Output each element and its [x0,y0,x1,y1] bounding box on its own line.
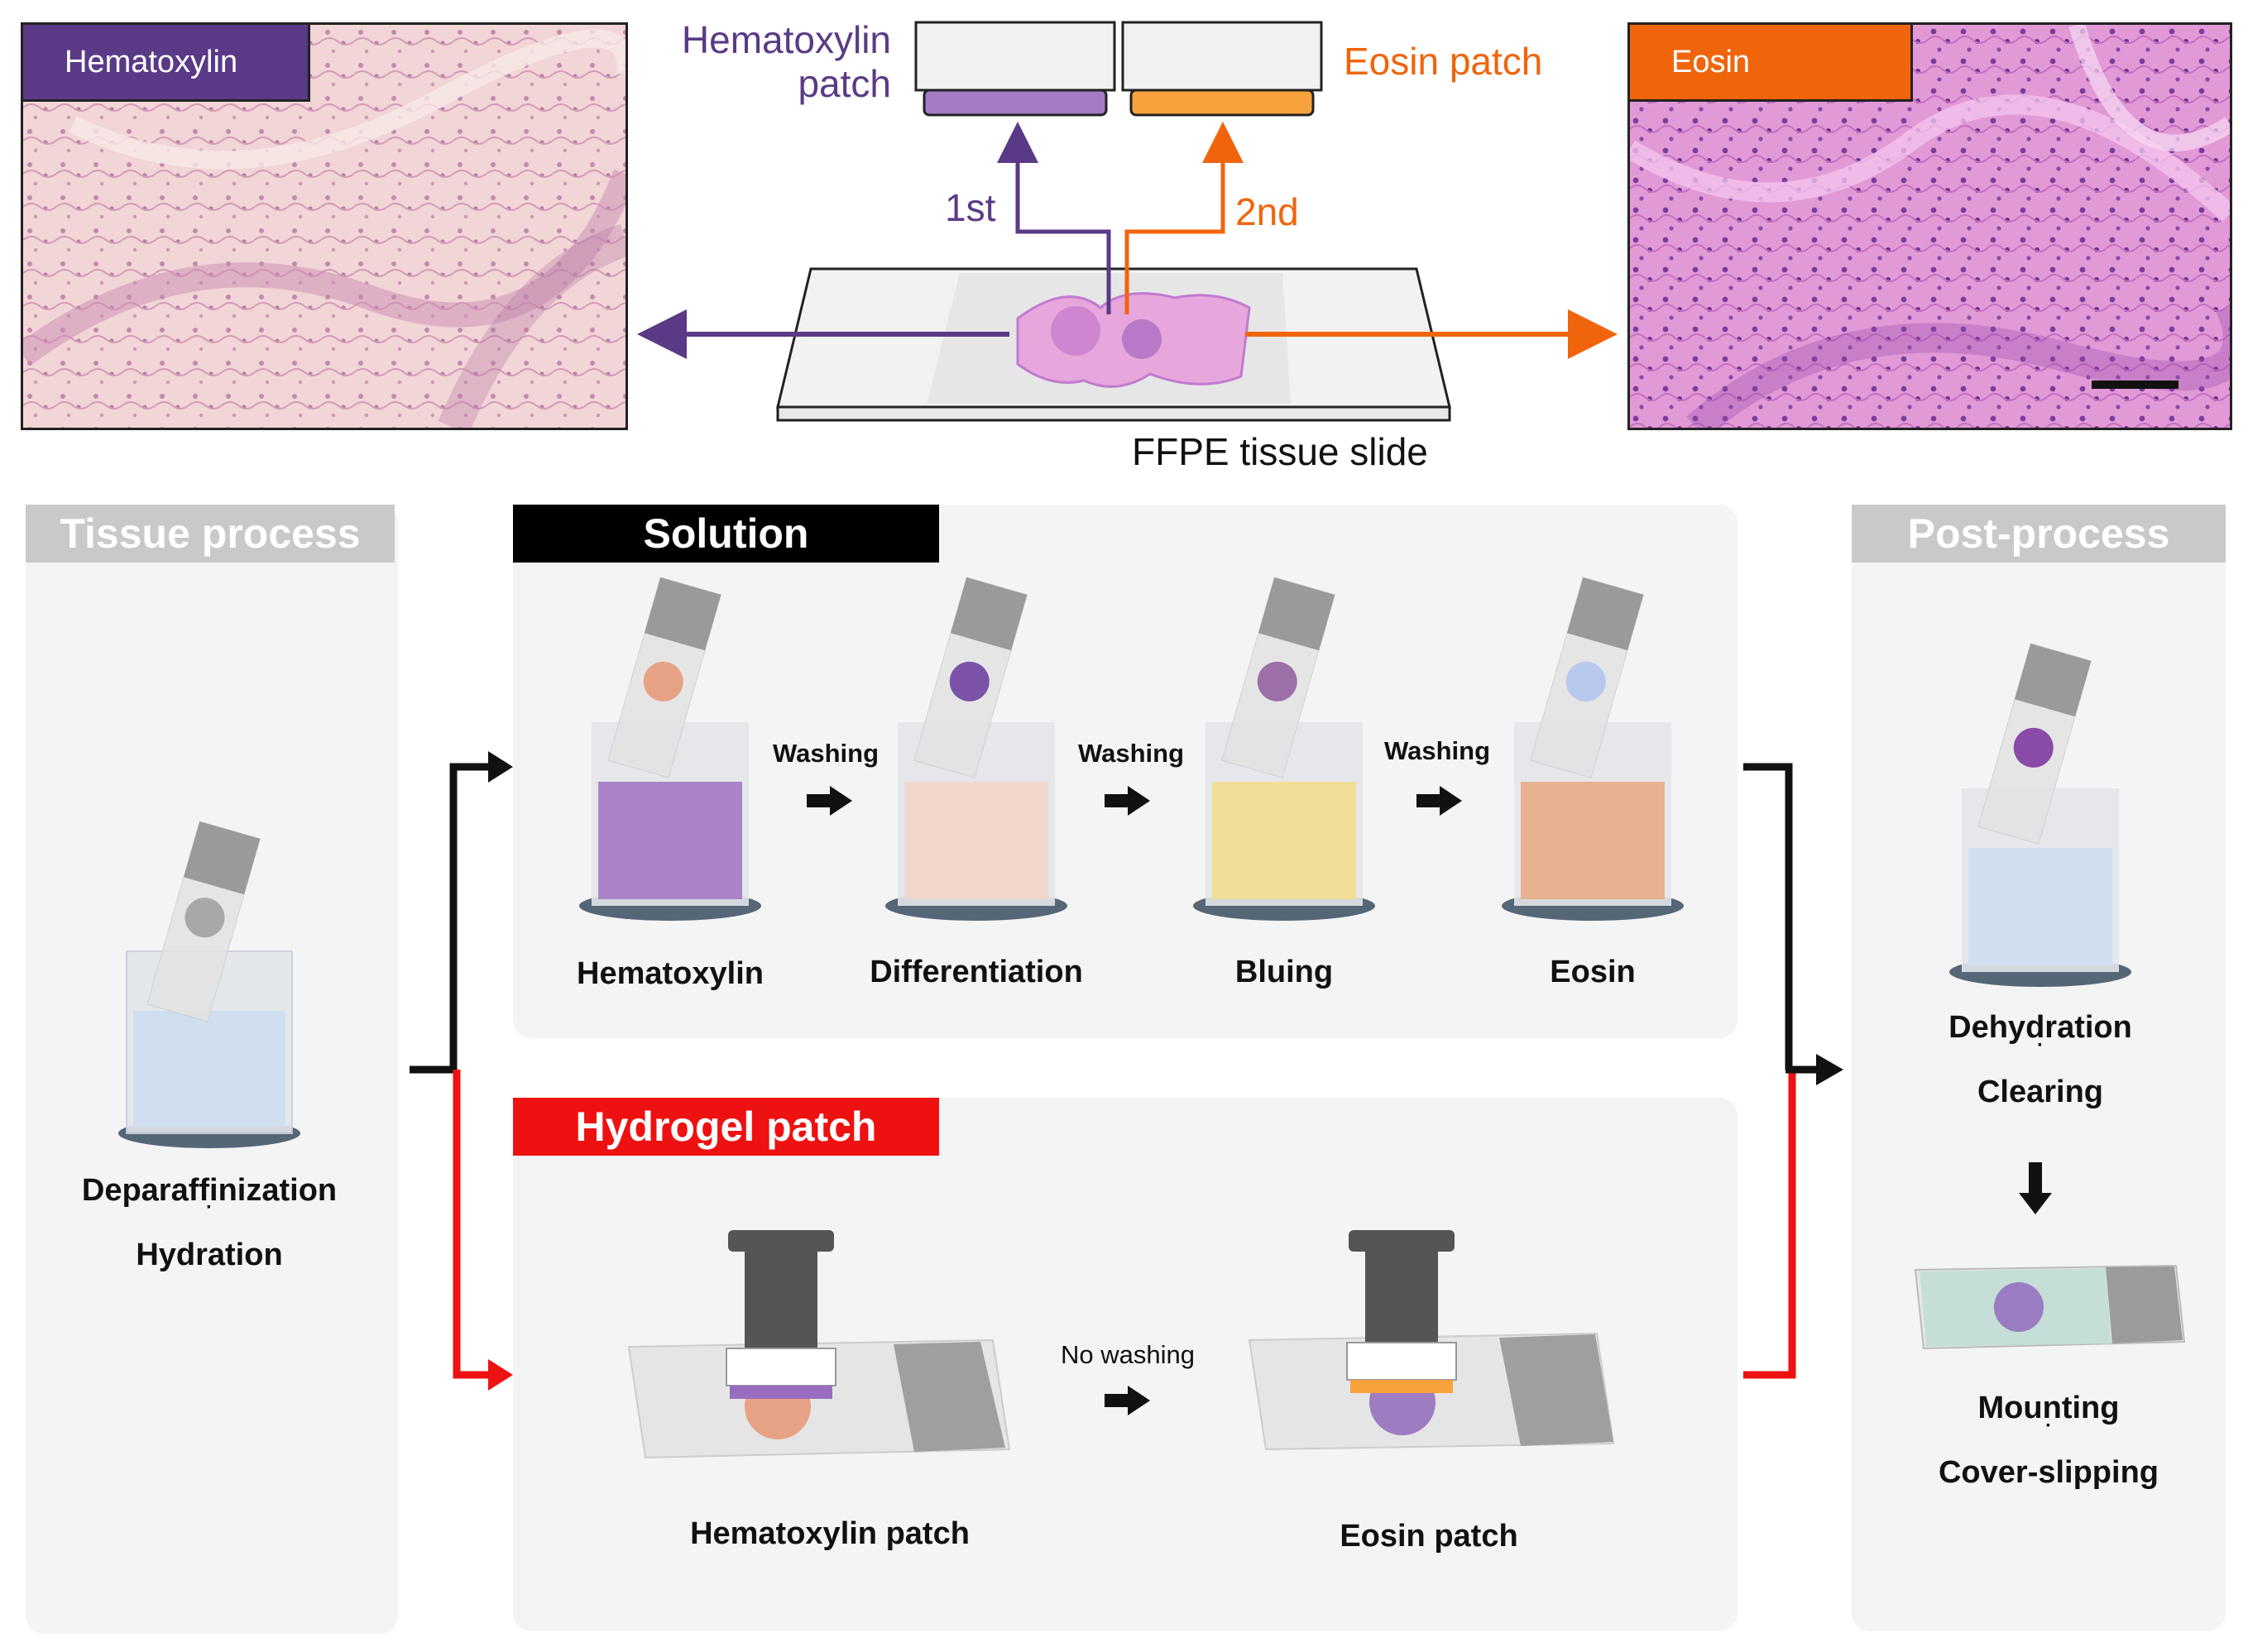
eosin-patch [1121,21,1323,117]
hydrogel-step-hematoxylin: Hematoxylin patch [690,1516,970,1551]
hematoxylin-beaker [579,577,761,921]
differentiation-beaker [885,577,1067,921]
post-step-2b: Cover-slipping [1938,1455,2159,1490]
hydrogel-step-eosin: Eosin patch [1340,1519,1518,1554]
post-step-1-dot: · [2037,1034,2044,1056]
hematoxylin-micrograph [21,22,628,430]
wash-arrow-2 [1105,786,1150,816]
scale-bar [2092,381,2178,389]
wash-label-3: Washing [1383,736,1491,765]
tissue-process-header: Tissue process [26,505,395,563]
wash-arrow-1 [807,786,852,816]
wash-arrow-3 [1416,786,1462,816]
hydrogel-header: Hydrogel patch [513,1098,939,1156]
wash-label-2: Washing [1077,739,1185,768]
solution-step-eosin: Eosin [1550,955,1636,989]
hematoxylin-patch [914,21,1116,117]
mounted-slide [1914,1264,2186,1350]
post-down-arrow [2019,1162,2052,1214]
hydrogel-slide-2 [1248,1230,1615,1451]
hydrogel-slide-1 [627,1230,1011,1459]
tissue-step-dot: · [206,1196,213,1219]
tissue-step-2: Hydration [136,1238,283,1272]
slide-label: FFPE tissue slide [1132,430,1428,473]
no-washing-label: No washing [1061,1340,1195,1369]
eosin-patch-label: Eosin patch [1344,40,1543,83]
ffpe-slide [776,267,1451,422]
first-label: 1st [945,186,996,229]
post-step-2-dot: · [2045,1415,2052,1437]
second-label: 2nd [1235,190,1299,233]
hematoxylin-tag: Hematoxylin [21,22,310,102]
solution-step-hematoxylin: Hematoxylin [577,956,764,991]
solution-step-bluing: Bluing [1234,955,1334,989]
tissue-step-1: Deparaffinization [81,1173,338,1208]
tissue-beaker [118,821,300,1148]
post-step-2a: Mounting [1977,1391,2120,1425]
solution-header: Solution [513,505,939,563]
nowash-arrow [1105,1386,1150,1415]
post-step-1b: Clearing [1977,1075,2104,1109]
post-process-header: Post-process [1852,505,2226,563]
post-step-1a: Dehydration [1948,1010,2132,1045]
solution-step-differentiation: Differentiation [870,955,1083,989]
wash-label-1: Washing [772,739,880,768]
eosin-tag: Eosin [1627,22,1913,102]
hematoxylin-patch-label: Hematoxylin patch [681,18,891,105]
post-beaker [1949,643,2131,987]
eosin-beaker [1502,577,1684,921]
bluing-beaker [1193,577,1375,921]
